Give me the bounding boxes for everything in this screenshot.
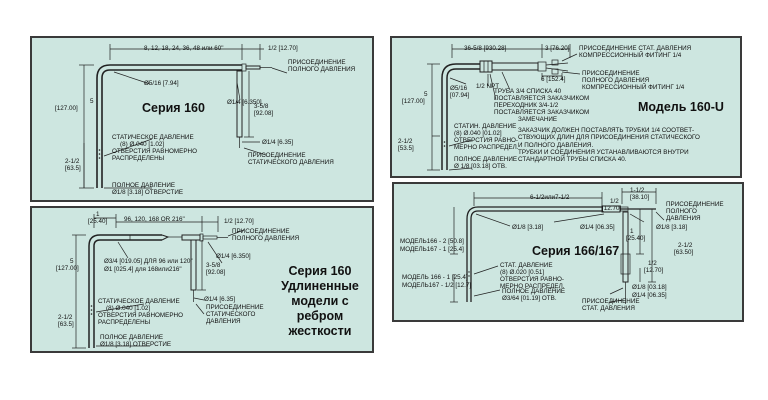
dim-half2-label: 1/2[12.70] [644,260,664,274]
dim-diameter-14b-label: Ø1/4 [6.35] [262,139,294,146]
series-160-title: Серия 160 [142,101,205,115]
dim-diameter-1-label: Ø1 [025.4] для 168или216" [104,266,182,273]
dim-358-label: 3-5/8[92.08] [254,103,274,117]
dim-212-label: 2-1/2[53.5] [398,138,414,152]
static-pressure-label: СТАТИЧЕСКОЕ ДАВЛЕНИЕ(8) Ø.040 [1.02]ОТВЕ… [98,298,183,326]
dim-diameter-14-label: Ø1/4 [06.35] [580,224,615,231]
dim-diameter-18-label: Ø1/8 [3.18] [512,224,544,231]
dim-half-inch-label: 1/2 [12.70] [224,218,254,225]
dim-five-mm-label: [127.00] [55,105,78,112]
note-text: ЗАКАЗЧИК ДОЛЖЕН ПОСТАВЛЯТЬ ТРУБКИ 1/4 СО… [518,127,700,164]
model-167-bottom-label: МОДЕЛЬ167 - 1/2 [12.7] [402,282,472,289]
dim-one-label: 1[25.40] [88,211,108,225]
dim-diameter-34-label: Ø3/4 [019.05] ДЛЯ 96 или 120" [104,258,193,265]
dim-212-label: 2-1/2[63.5] [65,158,81,172]
panel-series-166-167: 6-1/2или7-1/2 1-1/2[38.10] ПРИСОЕДИНЕНИЕ… [392,182,744,322]
dim-five-label: 5[127.00] [56,258,79,272]
drawing-series-160 [79,44,288,189]
dim-diameter-18c-label: Ø1/8 [03.18] [632,284,667,291]
dim-diameter-14-label: Ø1/4 [6.350] [227,99,262,106]
dim-lengths-label: 8, 12, 18, 24, 36, 48 или 60" [144,45,224,52]
dim-diameter-14c-label: Ø1/4 [06.35] [632,292,667,299]
dim-half-inch-label: 1/2 [12.70] [268,45,298,52]
dim-diameter-14b-label: Ø1/4 [6.35] [204,296,236,303]
dim-3-label: 3 [76.20] [545,45,570,52]
dim-212-label: 2-1/2[63.50] [674,242,694,256]
dim-diameter-516-label: Ø5/16 [7.94] [144,80,179,87]
drawing-series-166-167 [450,188,665,304]
panel-series-160: 8, 12, 18, 24, 36, 48 или 60" 1/2 [12.70… [30,36,374,202]
dim-612-label: 6-1/2или7-1/2 [530,194,570,201]
npt-label: 1/2 NPT [476,83,500,90]
static-pressure-label: СТАТ. ДАВЛЕНИЕ(8) Ø.020 [0.51]ОТВЕРСТИЯ … [500,262,565,290]
panel-model-160u: 36-5/8 [930.28] 3 [76.20] ПРИСОЕДИНЕНИЕ … [390,36,742,178]
note-heading: ЗАМЕЧАНИЕ [518,116,558,123]
static-pressure-label: СТАТИН. ДАВЛЕНИЕ(8) Ø.040 [01.02]ОТВЕРСТ… [454,123,519,151]
panel-series-160-extended: 1[25.40] 96, 120, 168 OR 216" 1/2 [12.70… [30,206,374,353]
dim-516-label: Ø5/16[07.94] [450,85,470,99]
dim-half-label: 1/2[12.70] [602,198,622,212]
model-166-bottom-label: МОДЕЛЬ 166 - 1 [25.4] [402,274,468,281]
model-166-top-label: МОДЕЛЬ166 - 2 [50.8] [400,238,464,245]
dim-lengths-label: 96, 120, 168 OR 216" [124,216,185,223]
dim-358-label: 3-5/8[92.08] [206,262,226,276]
drawing-model-160u [427,44,581,171]
dim-3658-label: 36-5/8 [930.28] [464,45,507,52]
dim-five-label: 5[127.00] [402,91,428,105]
dim-diameter-14-label: Ø1/4 [6.350] [216,253,251,260]
dim-6-label: 6 [152.4] [541,76,566,83]
series-166-167-title: Серия 166/167 [532,244,620,258]
dim-five-label: 5 [90,98,94,105]
dim-diameter-18b-label: Ø1/8 [3.18] [656,224,688,231]
static-pressure-label: СТАТИЧЕСКОЕ ДАВЛЕНИЕ(8) Ø.040 [1.02]ОТВЕ… [112,134,197,162]
drawing-series-160-extended [72,214,245,349]
model-167-top-label: МОДЕЛЬ167 - 1 [25.4] [400,246,464,253]
dim-212-label: 2-1/2[63.5] [58,314,74,328]
dim-112-label: 1-1/2[38.10] [630,187,650,201]
model-160u-title: Модель 160-U [638,100,724,114]
dim-1-label: 1[25.40] [626,228,646,242]
